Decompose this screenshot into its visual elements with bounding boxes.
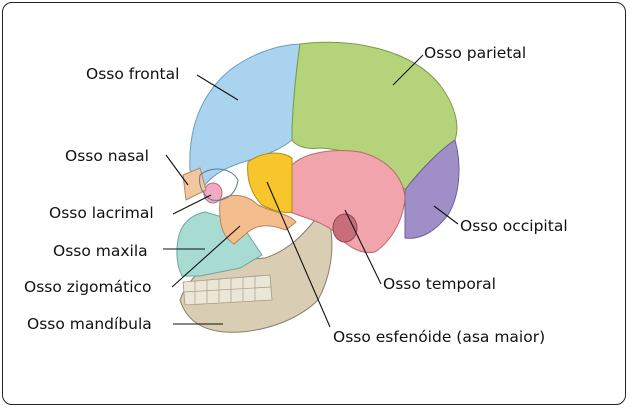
label-osso-zigomatico: Osso zigomático [24,278,152,296]
ear-canal [332,213,358,243]
label-osso-temporal: Osso temporal [383,275,496,293]
leader-zigomatico [171,225,241,288]
label-osso-maxila: Osso maxila [53,242,148,260]
label-osso-parietal: Osso parietal [424,44,527,62]
leader-nasal [165,154,189,186]
occipital-bone [404,139,460,239]
orbit [199,168,239,201]
leader-esfenoide [266,181,331,328]
leader-occipital [433,205,459,225]
zygomatic-bone [219,194,297,245]
label-osso-frontal: Osso frontal [86,65,180,83]
leader-lacrimal [172,194,212,215]
leader-frontal [196,74,239,101]
label-osso-nasal: Osso nasal [65,147,149,165]
sphenoid-bone [247,152,293,213]
label-osso-lacrimal: Osso lacrimal [49,204,154,222]
label-osso-esfenoide: Osso esfenóide (asa maior) [333,328,546,346]
label-osso-mandibula: Osso mandíbula [27,315,152,333]
teeth [182,274,273,306]
leader-temporal [344,209,382,285]
label-osso-occipital: Osso occipital [460,217,568,235]
leader-parietal [392,54,424,86]
